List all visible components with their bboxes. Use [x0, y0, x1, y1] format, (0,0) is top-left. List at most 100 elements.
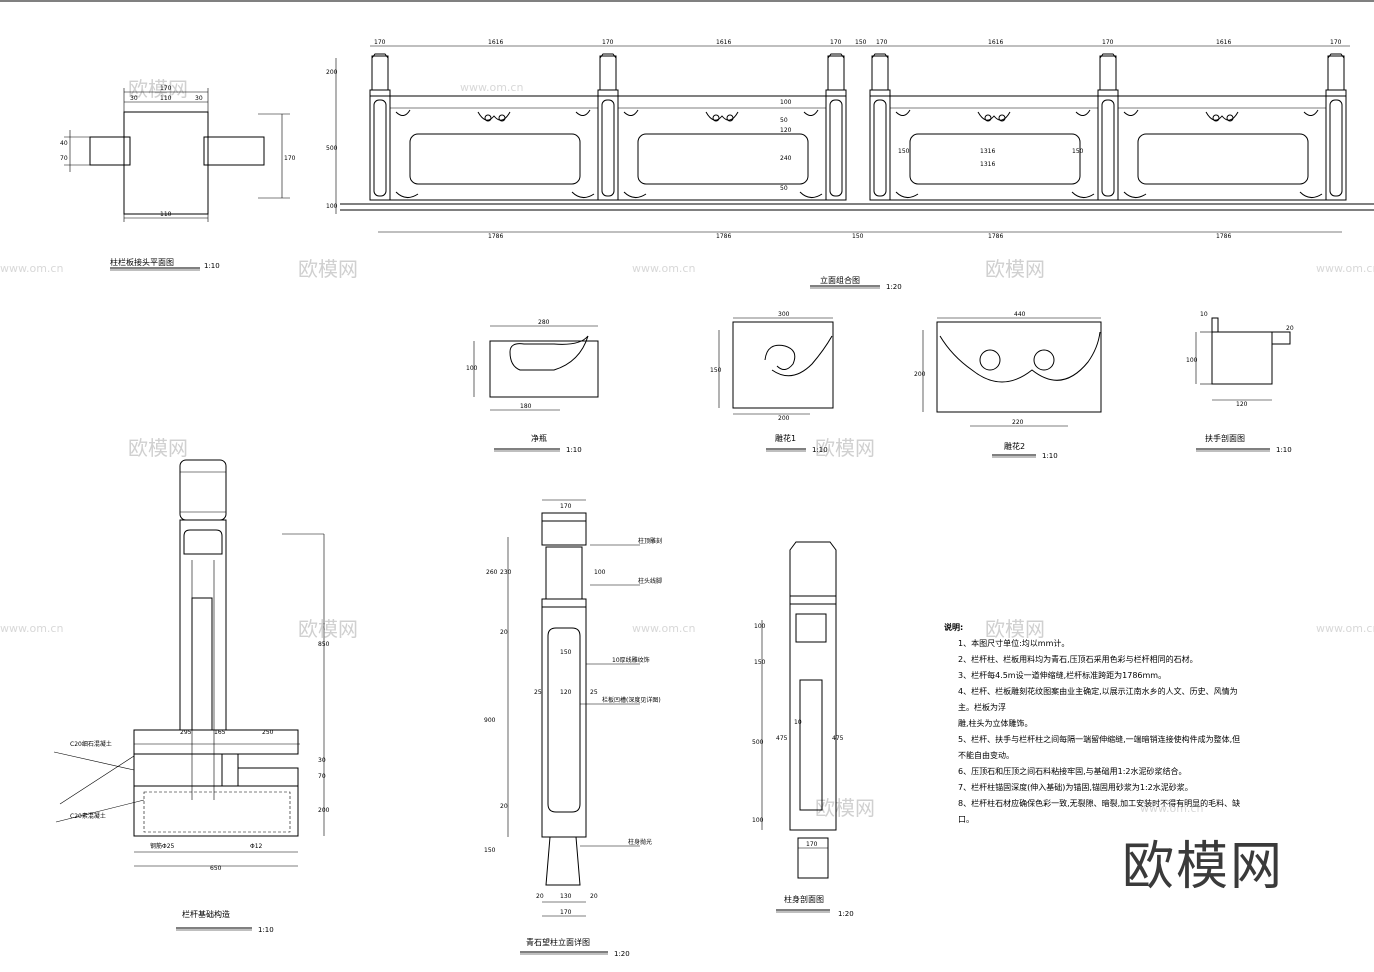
elev-top-dim-4: 170 — [830, 39, 842, 46]
vase-dim-0: 280 — [538, 319, 550, 326]
elevation-view: 170 1616 170 1616 170 150 170 1616 170 1… — [326, 39, 1374, 291]
vase-title: 净瓶 — [531, 433, 547, 443]
note-item-8: 8、栏杆柱石材应确保色彩一致,无裂隙、暗裂,加工安装时不得有明显的毛料、缺口。 — [958, 799, 1241, 824]
note-item-2: 2、栏杆柱、栏板用料均为青石,压顶石采用色彩与栏杆相同的石材。 — [958, 655, 1198, 664]
post-dim-12: 20 — [536, 893, 544, 900]
found-callout-3: Φ12 — [250, 843, 263, 850]
plan-dim-4: 110 — [160, 211, 172, 218]
plan-dim-7: 170 — [284, 155, 296, 162]
elev-bottom-dim-2: 150 — [852, 233, 864, 240]
note-item-1: 1、本图尺寸单位:均以mm计。 — [958, 639, 1070, 648]
svg-text:www.om.cn: www.om.cn — [632, 622, 695, 635]
note-item-4b: 雕,柱头为立体雕饰。 — [958, 719, 1033, 728]
svg-text:www.om.cn: www.om.cn — [1316, 622, 1374, 635]
elev-top-dim-6: 170 — [876, 39, 888, 46]
postsec-dim-1: 150 — [754, 659, 766, 666]
found-callout-1: C20素混凝土 — [70, 812, 106, 820]
post-dim-1: 230 — [500, 569, 512, 576]
post-dim-9: 900 — [484, 717, 496, 724]
foundation-view: 295 165 250 30 70 200 850 650 C20细石混凝土 C… — [53, 459, 330, 934]
rail-section-view: 10 100 120 20 扶手剖面图 1:10 — [1186, 311, 1294, 454]
cloud1-scale: 1:10 — [812, 446, 828, 454]
baluster-post — [597, 53, 619, 201]
post-dim-8: 25 — [590, 689, 598, 696]
post-dim-15: 170 — [560, 909, 572, 916]
plan-joint-scale: 1:10 — [204, 262, 220, 270]
elev-top-dim-5: 150 — [855, 39, 867, 46]
elev-bottom-dim-0: 1786 — [488, 233, 503, 240]
rail-dim-0: 10 — [1200, 311, 1208, 318]
elev-top-dim-1: 1616 — [488, 39, 503, 46]
plan-dim-3: 30 — [195, 95, 203, 102]
post-dim-6: 25 — [534, 689, 542, 696]
elevation-scale: 1:20 — [886, 283, 902, 291]
post-callout-3: 栏板凹槽(深度见详图) — [602, 696, 661, 704]
baluster-post — [1097, 53, 1119, 201]
elev-side-dim-0: 200 — [326, 69, 338, 76]
found-dim-2: 250 — [262, 729, 274, 736]
elevation-title: 立面组合图 — [820, 275, 860, 285]
elev-bottom-dim-4: 1786 — [1216, 233, 1231, 240]
found-dim-3: 30 — [318, 757, 326, 764]
elev-top-dim-3: 1616 — [716, 39, 731, 46]
postsec-dim-0: 100 — [754, 623, 766, 630]
cloud2-dim-2: 220 — [1012, 419, 1024, 426]
post-dim-13: 130 — [560, 893, 572, 900]
svg-text:欧模网: 欧模网 — [128, 77, 188, 101]
postsec-dim-2: 475 — [776, 735, 788, 742]
notes-heading: 说明: — [944, 623, 964, 632]
plan-dim-1: 30 — [130, 95, 138, 102]
plan-dim-2: 110 — [160, 95, 172, 102]
post-section-title: 柱身剖面图 — [784, 894, 824, 904]
cloud1-dim-2: 200 — [778, 415, 790, 422]
elev-inner-dim-4: 50 — [780, 185, 788, 192]
baluster-post — [825, 53, 847, 201]
vase-scale: 1:10 — [566, 446, 582, 454]
elev-inner-dim-5: 150 — [898, 148, 910, 155]
note-item-6: 6、压顶石和压顶之间石料粘接牢固,与基础用1:2水泥砂浆结合。 — [958, 767, 1187, 776]
note-item-7: 7、栏杆柱锚固深度(伸入基础)为锚固,锚固用砂浆为1:2水泥砂浆。 — [958, 783, 1193, 792]
svg-text:欧模网: 欧模网 — [815, 796, 875, 820]
rail-section-title: 扶手剖面图 — [1205, 433, 1245, 443]
cloud1-view: 300 150 200 雕花1 1:10 — [710, 311, 834, 454]
svg-text:www.om.cn: www.om.cn — [632, 262, 695, 275]
postsec-dim-4: 500 — [752, 739, 764, 746]
note-item-3: 3、栏杆每4.5m设一道伸缩缝,栏杆标准跨距为1786mm。 — [958, 671, 1167, 680]
found-dim-0: 295 — [180, 729, 192, 736]
svg-text:www.om.cn: www.om.cn — [1140, 802, 1203, 815]
post-dim-4: 150 — [560, 649, 572, 656]
rail-dim-2: 120 — [1236, 401, 1248, 408]
svg-text:www.om.cn: www.om.cn — [460, 81, 523, 94]
svg-text:欧模网: 欧模网 — [298, 617, 358, 641]
elev-bottom-dim-3: 1786 — [988, 233, 1003, 240]
found-dim-1: 165 — [214, 729, 226, 736]
found-dim-4: 70 — [318, 773, 326, 780]
elev-inner-dim-2: 120 — [780, 127, 792, 134]
post-callout-4: 柱身抛光 — [628, 838, 652, 846]
post-dim-10: 20 — [500, 803, 508, 810]
post-section-scale: 1:20 — [838, 910, 854, 918]
elev-top-dim-2: 170 — [602, 39, 614, 46]
cloud2-dim-0: 440 — [1014, 311, 1026, 318]
note-item-4: 4、栏杆、栏板雕刻花纹图案由业主确定,以展示江南水乡的人文、历史、风情为主。栏板… — [958, 687, 1238, 712]
postsec-dim-5: 100 — [752, 817, 764, 824]
baluster-post — [369, 53, 391, 201]
baluster-post — [869, 53, 891, 201]
design-notes: 说明: 1、本图尺寸单位:均以mm计。 2、栏杆柱、栏板用料均为青石,压顶石采用… — [944, 620, 1244, 828]
svg-text:欧模网: 欧模网 — [985, 257, 1045, 281]
cloud1-title: 雕花1 — [775, 433, 796, 443]
found-dim-5: 200 — [318, 807, 330, 814]
elev-inner-dim-1: 50 — [780, 117, 788, 124]
cloud2-dim-1: 200 — [914, 371, 926, 378]
elev-inner-dim-0: 100 — [780, 99, 792, 106]
foundation-scale: 1:10 — [258, 926, 274, 934]
cloud2-scale: 1:10 — [1042, 452, 1058, 460]
post-callout-2: 10厚线雕纹饰 — [612, 656, 650, 664]
svg-text:www.om.cn: www.om.cn — [0, 262, 63, 275]
vase-dim-1: 100 — [466, 365, 478, 372]
elev-top-dim-7: 1616 — [988, 39, 1003, 46]
plan-joint-view: 170 30 110 30 110 40 70 170 柱栏板接头平面图 1:1… — [60, 85, 296, 271]
post-dim-7: 120 — [560, 689, 572, 696]
found-dim-6: 850 — [318, 641, 330, 648]
